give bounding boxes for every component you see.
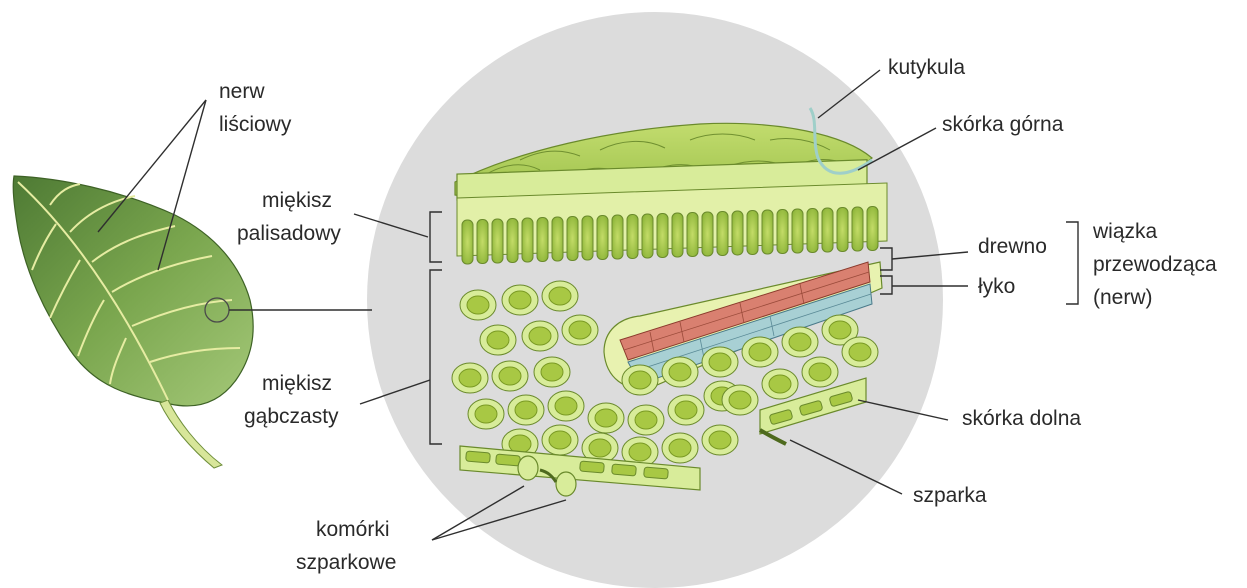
spongy-cell <box>460 290 496 320</box>
palisade-cell <box>537 218 548 262</box>
whole-leaf-illustration <box>13 176 253 468</box>
palisade-cell <box>552 217 563 261</box>
label-kutykula: kutykula <box>888 56 965 79</box>
palisade-cell <box>762 210 773 254</box>
palisade-cell <box>777 210 788 254</box>
palisade-cell <box>732 211 743 255</box>
spongy-cell <box>468 399 504 429</box>
palisade-cell <box>657 214 668 258</box>
spongy-cell <box>542 281 578 311</box>
palisade-cell <box>612 215 623 259</box>
palisade-cell <box>822 208 833 252</box>
spongy-cell <box>562 315 598 345</box>
spongy-cell <box>662 357 698 387</box>
spongy-cell <box>522 321 558 351</box>
spongy-cell <box>548 391 584 421</box>
label-miekisz-palisadowy-2: palisadowy <box>237 222 341 245</box>
spongy-cell <box>628 405 664 435</box>
palisade-cell <box>807 209 818 253</box>
palisade-cell <box>852 207 863 251</box>
spongy-cell <box>842 337 878 367</box>
spongy-cell <box>702 347 738 377</box>
palisade-cell <box>687 213 698 257</box>
leaf-petiole <box>160 400 222 468</box>
palisade-cell <box>567 217 578 261</box>
spongy-cell <box>492 361 528 391</box>
label-skorka-gorna: skórka górna <box>942 113 1064 136</box>
label-miekisz-gabczasty-2: gąbczasty <box>244 405 339 428</box>
spongy-cell <box>782 327 818 357</box>
label-szparka: szparka <box>913 484 987 507</box>
palisade-cell <box>747 211 758 255</box>
palisade-cell <box>597 216 608 260</box>
label-wiazka-2: przewodząca <box>1093 253 1217 276</box>
spongy-cell <box>742 337 778 367</box>
label-nerw-lisciowy-2: liściowy <box>219 113 292 136</box>
spongy-cell <box>622 365 658 395</box>
spongy-cell <box>508 395 544 425</box>
palisade-cell <box>702 212 713 256</box>
palisade-cell <box>837 208 848 252</box>
label-skorka-dolna: skórka dolna <box>962 407 1081 430</box>
palisade-cell <box>462 220 473 264</box>
label-wiazka-3: (nerw) <box>1093 286 1153 309</box>
spongy-cell <box>722 385 758 415</box>
palisade-cell <box>507 219 518 263</box>
palisade-cell <box>642 214 653 258</box>
palisade-cell <box>477 220 488 264</box>
spongy-cell <box>662 433 698 463</box>
label-lyko: łyko <box>978 275 1015 298</box>
bracket-bundle <box>1066 222 1078 304</box>
palisade-cell <box>522 218 533 262</box>
palisade-cell <box>717 212 728 256</box>
label-miekisz-palisadowy-1: miękisz <box>262 189 332 212</box>
label-wiazka-1: wiązka <box>1092 220 1158 243</box>
spongy-cell <box>588 403 624 433</box>
palisade-cell <box>627 215 638 259</box>
spongy-cell <box>534 357 570 387</box>
spongy-cell <box>480 325 516 355</box>
palisade-cell <box>867 207 878 251</box>
palisade-cell <box>672 213 683 257</box>
spongy-cell <box>762 369 798 399</box>
leaf-blade <box>13 176 253 406</box>
spongy-cell <box>702 425 738 455</box>
label-drewno: drewno <box>978 235 1047 258</box>
spongy-cell <box>668 395 704 425</box>
spongy-cell <box>452 363 488 393</box>
palisade-cell <box>582 216 593 260</box>
spongy-cell <box>542 425 578 455</box>
spongy-cell <box>502 285 538 315</box>
label-miekisz-gabczasty-1: miękisz <box>262 372 332 395</box>
palisade-cell <box>492 219 503 263</box>
label-komorki-szparkowe-1: komórki <box>316 518 390 541</box>
palisade-cell <box>792 209 803 253</box>
label-komorki-szparkowe-2: szparkowe <box>296 551 396 574</box>
spongy-cell <box>802 357 838 387</box>
label-nerw-lisciowy-1: nerw <box>219 80 265 103</box>
